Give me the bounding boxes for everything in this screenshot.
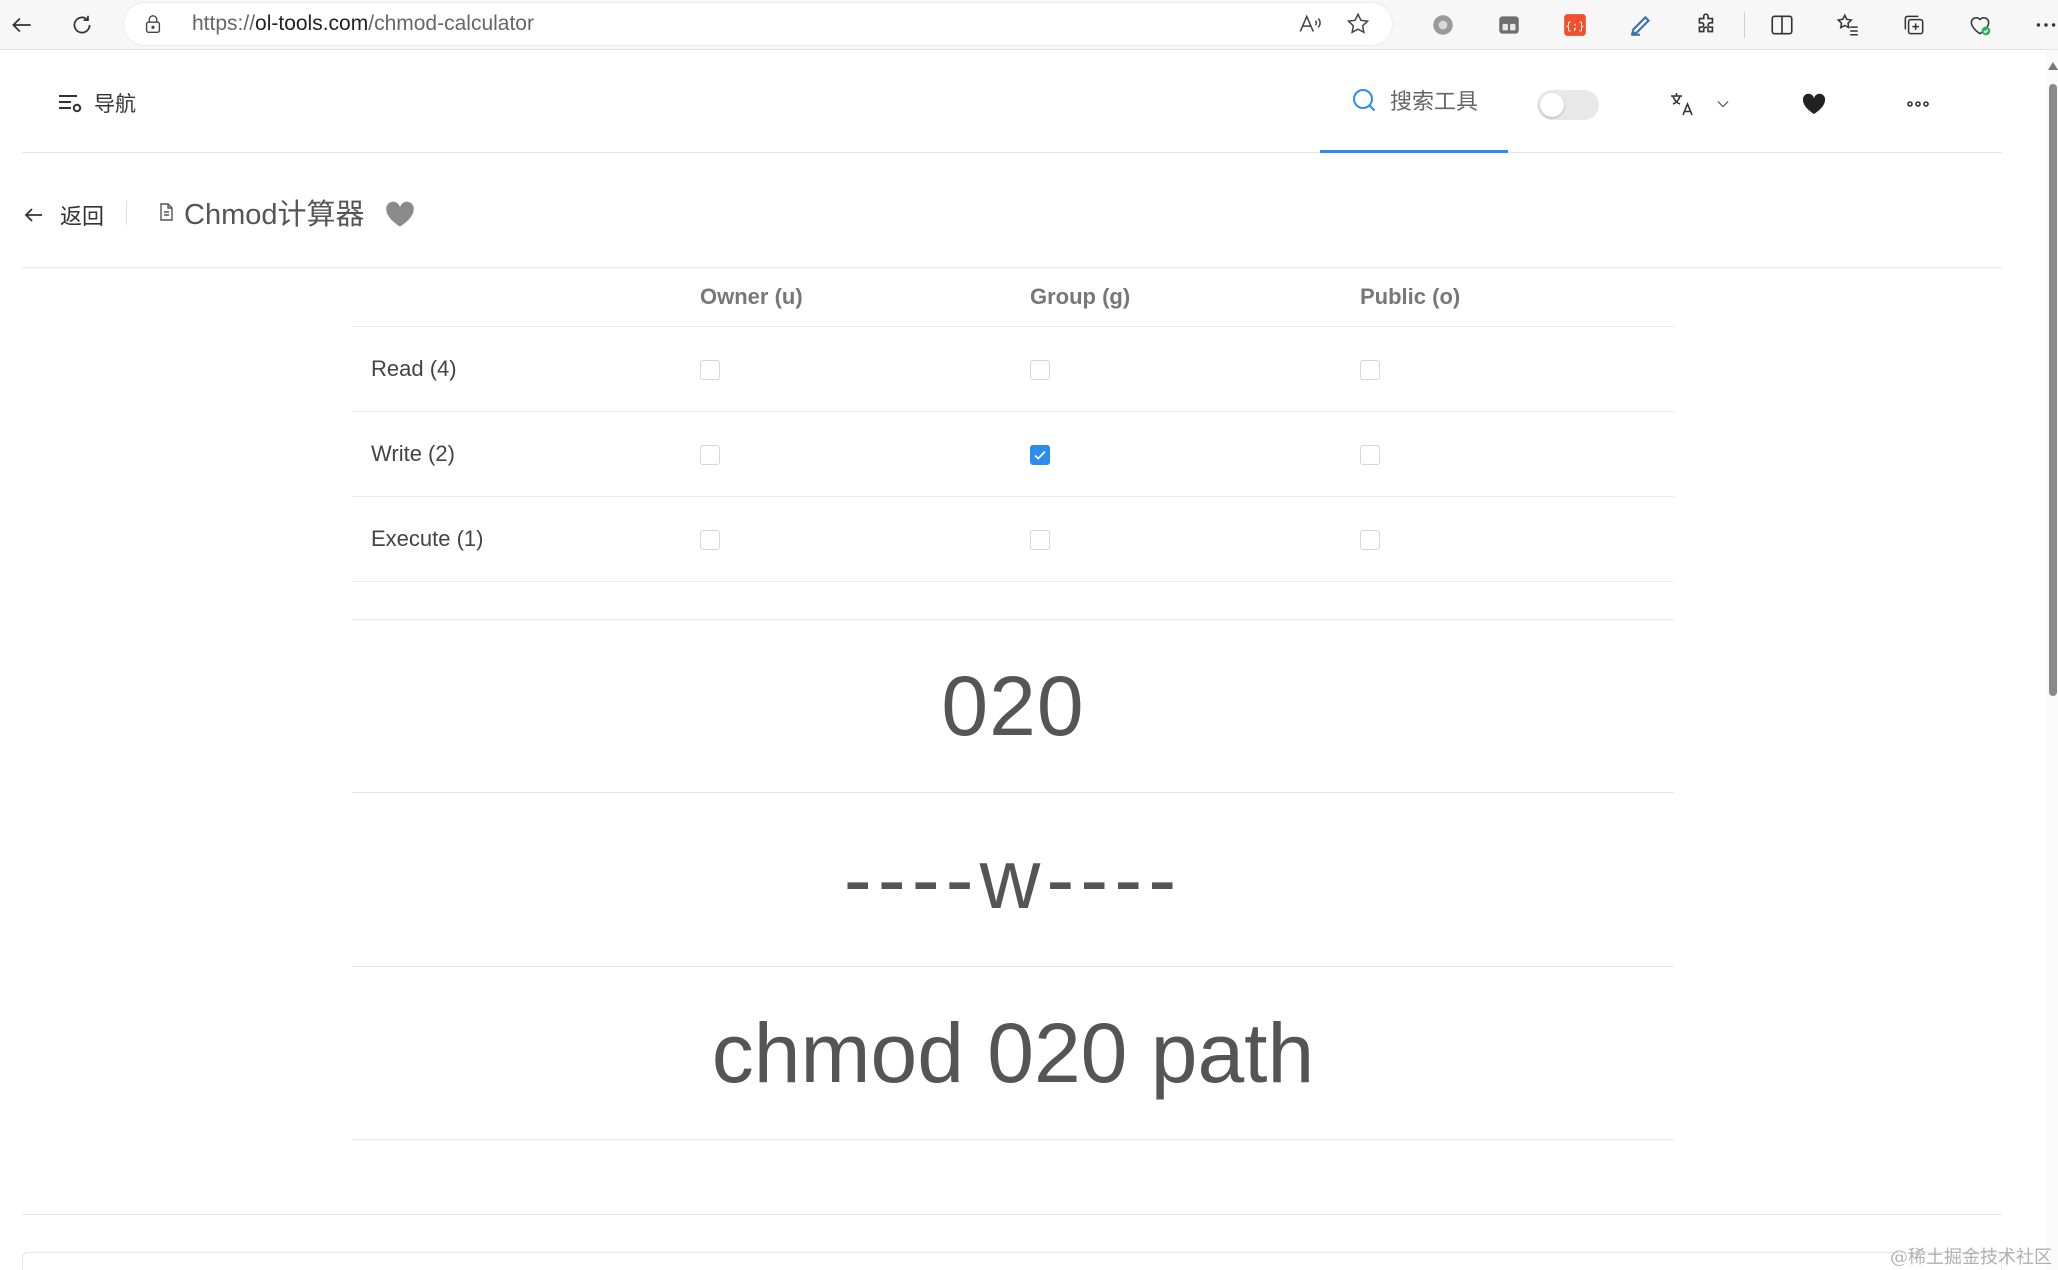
- table-row-write: Write (2): [352, 412, 1674, 497]
- nav-menu-label: 导航: [94, 93, 136, 116]
- extension-toolbar: {;}: [1410, 3, 2058, 47]
- language-chevron-down-icon[interactable]: [1708, 86, 1738, 122]
- row-label-execute: Execute (1): [371, 526, 484, 551]
- extensions-puzzle-icon[interactable]: [1674, 3, 1740, 47]
- octal-value: 020: [941, 658, 1085, 753]
- command-result: chmod 020 path: [352, 967, 1674, 1140]
- back-arrow-icon[interactable]: [0, 3, 44, 47]
- command-value: chmod 020 path: [711, 1005, 1315, 1100]
- table-header: Owner (u) Group (g) Public (o): [352, 268, 1674, 327]
- browser-toolbar: https://ol-tools.com/chmod-calculator {;…: [0, 0, 2058, 50]
- checkbox-execute-group[interactable]: [1030, 530, 1050, 550]
- column-header-public: Public (o): [1360, 284, 1461, 309]
- permission-table: Owner (u) Group (g) Public (o) Read (4) …: [352, 268, 1674, 582]
- checkbox-read-owner[interactable]: [700, 360, 720, 380]
- column-header-group: Group (g): [1030, 284, 1131, 309]
- arrow-left-icon: [24, 208, 42, 222]
- address-bar[interactable]: https://ol-tools.com/chmod-calculator: [124, 3, 1392, 45]
- row-label-read: Read (4): [371, 356, 457, 381]
- browser-more-icon[interactable]: [2013, 3, 2058, 47]
- toggle-knob: [1540, 93, 1564, 117]
- add-favorite-button[interactable]: [384, 199, 416, 234]
- more-options-icon[interactable]: [1898, 86, 1938, 122]
- favorite-star-icon[interactable]: [1334, 11, 1382, 37]
- table-row-execute: Execute (1): [352, 497, 1674, 582]
- read-aloud-icon[interactable]: [1286, 11, 1334, 37]
- title-row: 返回 Chmod计算器: [22, 153, 2002, 268]
- favorites-heart-icon[interactable]: [1794, 86, 1834, 122]
- heart-icon: [386, 201, 414, 227]
- url-prefix: https://: [192, 12, 256, 35]
- url-path: /chmod-calculator: [368, 12, 534, 35]
- search-tools-tab[interactable]: 搜索工具: [1320, 50, 1508, 153]
- symbolic-result: ----w----: [352, 793, 1674, 967]
- app-header: 导航 搜索工具: [22, 50, 2002, 153]
- scroll-up-arrow-icon[interactable]: [2048, 62, 2058, 70]
- document-icon: [160, 203, 173, 221]
- checkbox-execute-public[interactable]: [1360, 530, 1380, 550]
- extension-pen-icon[interactable]: [1608, 3, 1674, 47]
- title-divider: [126, 201, 127, 225]
- translate-icon[interactable]: [1662, 86, 1702, 122]
- url-host: ol-tools.com: [255, 12, 369, 35]
- row-label-write: Write (2): [371, 441, 455, 466]
- checkbox-write-owner[interactable]: [700, 445, 720, 465]
- split-screen-icon[interactable]: [1749, 3, 1815, 47]
- extension-panel-icon[interactable]: [1476, 3, 1542, 47]
- extension-gray-icon[interactable]: [1410, 3, 1476, 47]
- checkbox-execute-owner[interactable]: [700, 530, 720, 550]
- lock-icon[interactable]: [142, 13, 182, 35]
- checkbox-read-group[interactable]: [1030, 360, 1050, 380]
- extension-json-icon[interactable]: {;}: [1542, 3, 1608, 47]
- scrollbar-thumb[interactable]: [2049, 84, 2057, 696]
- checkbox-read-public[interactable]: [1360, 360, 1380, 380]
- svg-text:{;}: {;}: [1565, 19, 1585, 32]
- url-text[interactable]: https://ol-tools.com/chmod-calculator: [192, 12, 1286, 36]
- page-title: Chmod计算器: [156, 191, 365, 233]
- checkbox-write-public[interactable]: [1360, 445, 1380, 465]
- footer-panel: [22, 1252, 2002, 1270]
- toolbar-separator: [1744, 12, 1745, 38]
- back-button[interactable]: 返回: [22, 199, 104, 231]
- page-title-text: Chmod计算器: [184, 199, 365, 231]
- menu-icon: [59, 95, 82, 113]
- back-label: 返回: [60, 204, 105, 229]
- browser-health-icon[interactable]: [1947, 3, 2013, 47]
- table-row-read: Read (4): [352, 327, 1674, 412]
- watermark: @稀土掘金技术社区: [1890, 1247, 2052, 1268]
- favorites-list-icon[interactable]: [1815, 3, 1881, 47]
- symbolic-value: ----w----: [843, 832, 1183, 926]
- column-header-owner: Owner (u): [700, 284, 803, 309]
- octal-result: 020: [352, 619, 1674, 793]
- refresh-icon[interactable]: [60, 3, 104, 47]
- theme-toggle[interactable]: [1537, 90, 1599, 120]
- page-scrollbar[interactable]: [2046, 50, 2058, 1270]
- nav-menu-button[interactable]: 导航: [56, 88, 136, 118]
- collections-icon[interactable]: [1881, 3, 1947, 47]
- checkbox-write-group[interactable]: [1030, 445, 1050, 465]
- search-icon: [1352, 89, 1376, 112]
- footer-divider: [22, 1214, 2002, 1215]
- search-tools-label: 搜索工具: [1389, 89, 1478, 114]
